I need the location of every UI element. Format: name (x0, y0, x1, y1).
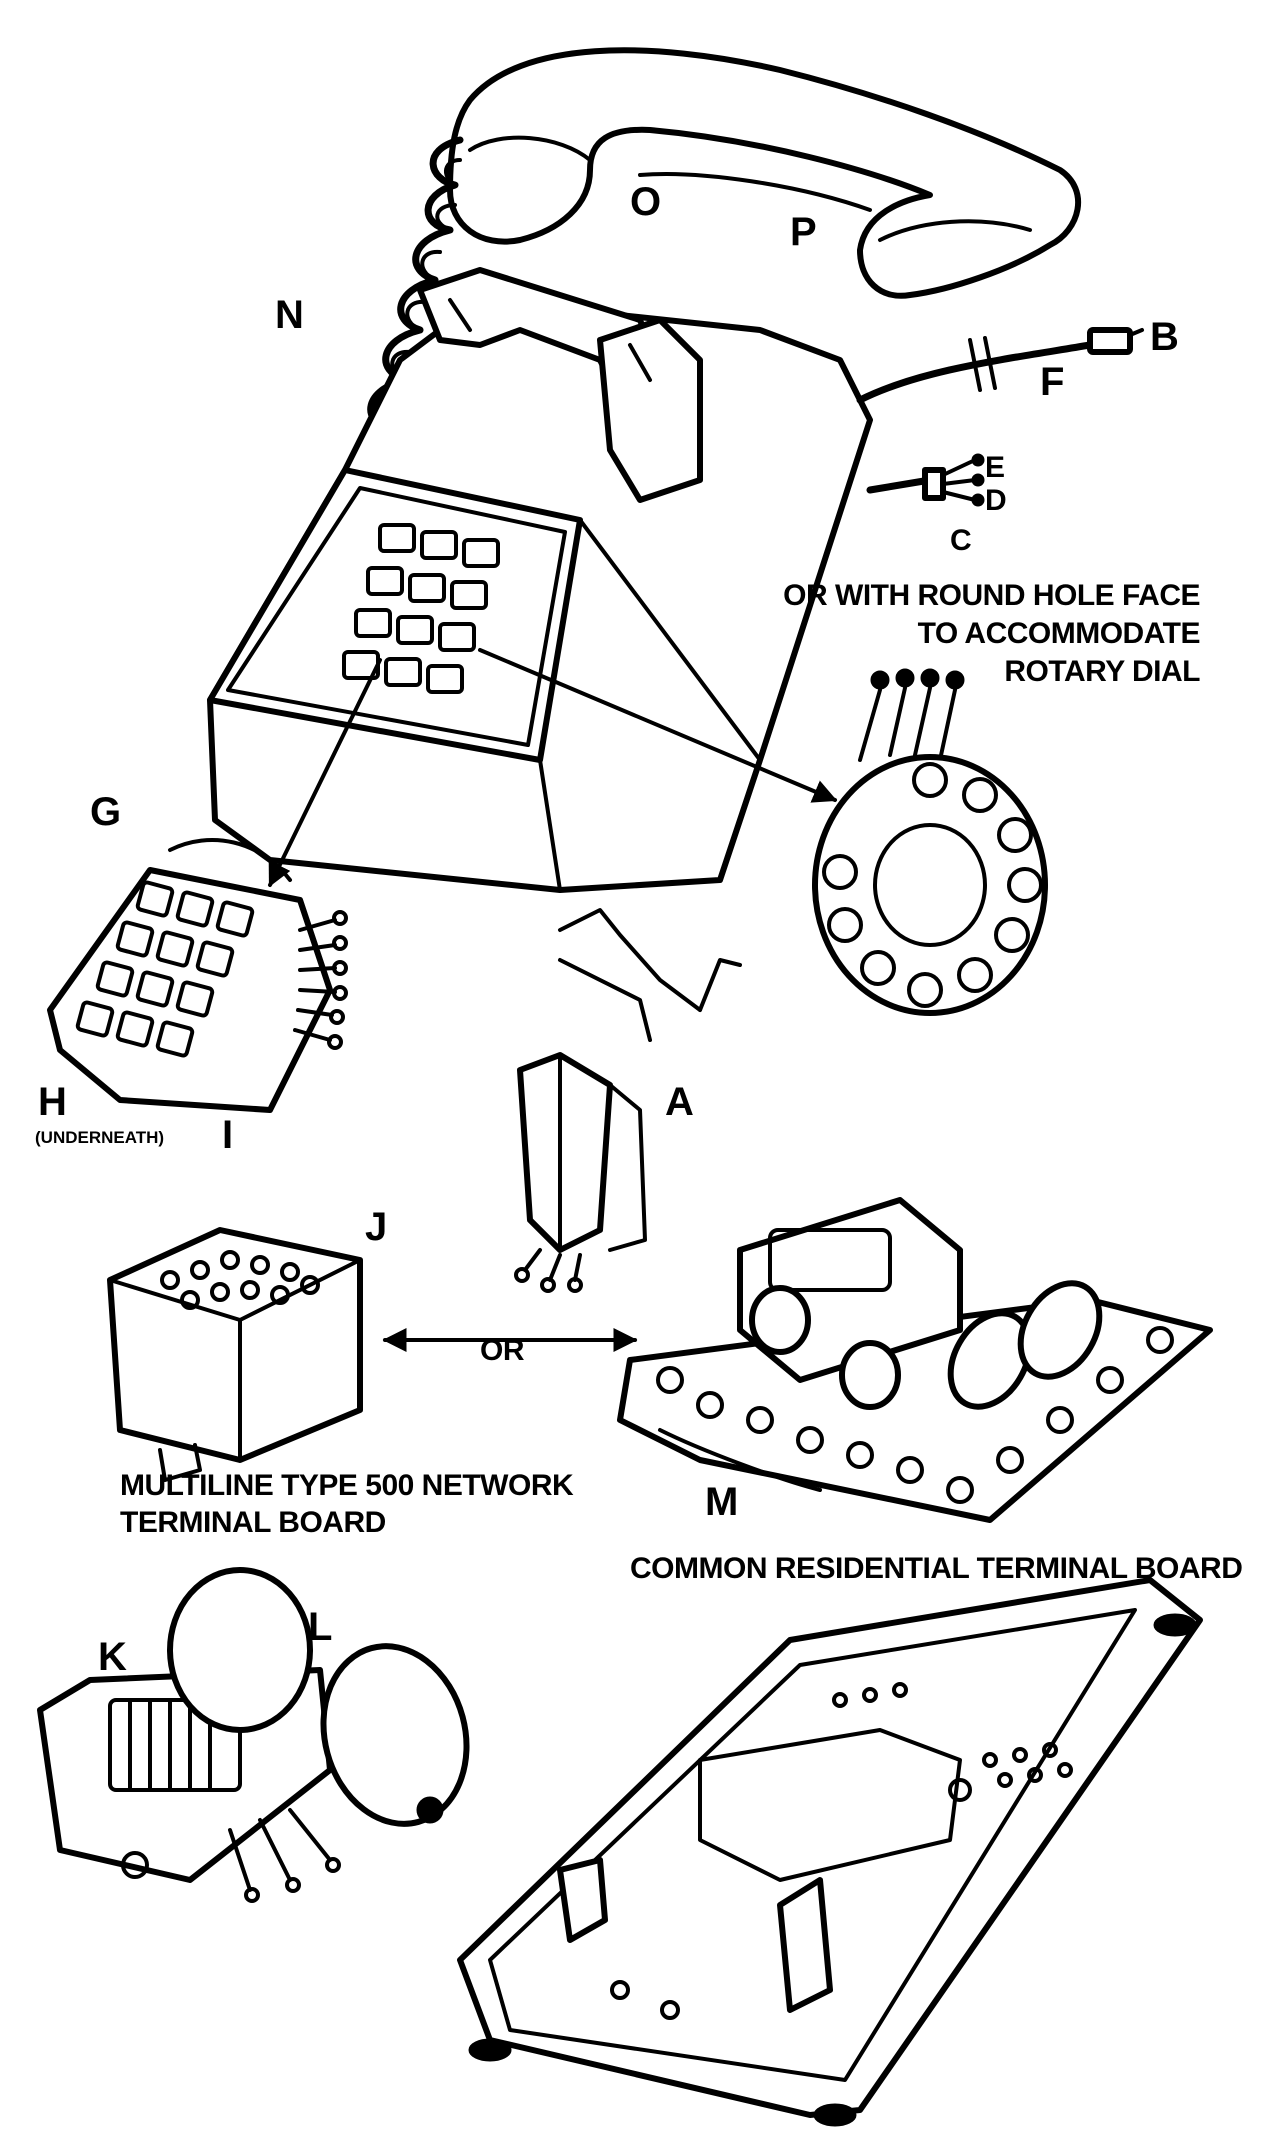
label-D: D (985, 484, 1006, 517)
label-A: A (665, 1080, 694, 1124)
label-N: N (275, 293, 304, 337)
rotary-caption-line2: TO ACCOMMODATE (918, 617, 1200, 650)
label-B: B (1150, 315, 1179, 359)
label-C: C (950, 524, 971, 557)
common-board-caption: COMMON RESIDENTIAL TERMINAL BOARD (630, 1552, 1242, 1585)
label-H: H (38, 1080, 67, 1124)
terminal-board-drawing (617, 1197, 1213, 1523)
rotary-caption-line3: ROTARY DIAL (1004, 655, 1200, 688)
rotary-caption-line1: OR WITH ROUND HOLE FACE (783, 579, 1200, 612)
label-O: O (630, 180, 661, 224)
keypad-buttons (342, 523, 500, 694)
multiline-caption-line1: MULTILINE TYPE 500 NETWORK (120, 1469, 574, 1502)
ringer-drawing (37, 1567, 470, 1903)
network-module-drawing (107, 1227, 363, 1482)
wire-terminals-drawing (866, 453, 985, 507)
label-L: L (308, 1605, 332, 1649)
arrow-to-rotary-dial (478, 648, 838, 803)
rotary-dial-drawing (812, 668, 1048, 1016)
label-P: P (790, 210, 817, 254)
hookswitch-drawing (514, 908, 742, 1293)
label-I: I (222, 1113, 233, 1157)
label-M: M (705, 1480, 738, 1524)
arrow-to-keypad (268, 658, 382, 888)
label-J: J (365, 1205, 387, 1249)
label-G: G (90, 790, 121, 834)
handset-drawing (447, 47, 1081, 299)
multiline-caption-line2: TERMINAL BOARD (120, 1506, 386, 1539)
label-K: K (98, 1635, 127, 1679)
telephone-body-drawing (207, 267, 873, 893)
label-underneath: (UNDERNEATH) (35, 1128, 164, 1147)
base-plate-drawing (457, 1577, 1203, 2127)
or-label: OR (480, 1334, 525, 1367)
keypad-module-drawing (47, 838, 348, 1113)
line-cord-drawing (856, 327, 1144, 404)
label-E: E (985, 451, 1005, 484)
label-F: F (1040, 360, 1064, 404)
